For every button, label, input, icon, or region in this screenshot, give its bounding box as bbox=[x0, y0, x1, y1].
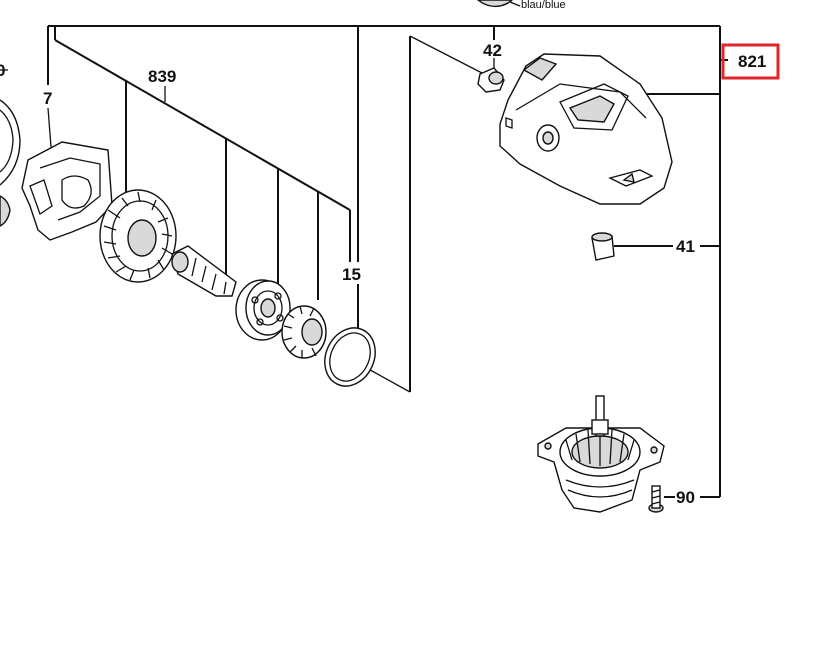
cable-clip-part bbox=[476, 0, 521, 8]
motor-part bbox=[537, 395, 665, 513]
leader-lines bbox=[0, 25, 728, 498]
part-7-air-guide bbox=[21, 141, 113, 241]
label-41: 41 bbox=[676, 237, 695, 256]
o-ring-part bbox=[324, 327, 376, 387]
bearing-part bbox=[235, 279, 291, 341]
label-7: 7 bbox=[43, 89, 52, 108]
highlight-box-821 bbox=[721, 43, 780, 80]
label-90: 90 bbox=[676, 488, 695, 507]
spindle-part bbox=[171, 245, 237, 297]
label-0: 0 bbox=[0, 61, 5, 80]
label-42: 42 bbox=[483, 41, 502, 60]
part-0-ring bbox=[0, 99, 21, 227]
gear-part bbox=[281, 305, 327, 359]
label-15: 15 bbox=[342, 265, 361, 284]
label-839: 839 bbox=[148, 67, 176, 86]
screw-90-part bbox=[648, 485, 664, 513]
label-821: 821 bbox=[738, 52, 766, 71]
sleeve-42-part bbox=[477, 67, 505, 93]
top-note-label: blau/blue bbox=[521, 0, 566, 11]
fan-part bbox=[99, 189, 177, 283]
sleeve-41-part bbox=[591, 232, 615, 261]
gear-housing-part bbox=[499, 53, 673, 205]
